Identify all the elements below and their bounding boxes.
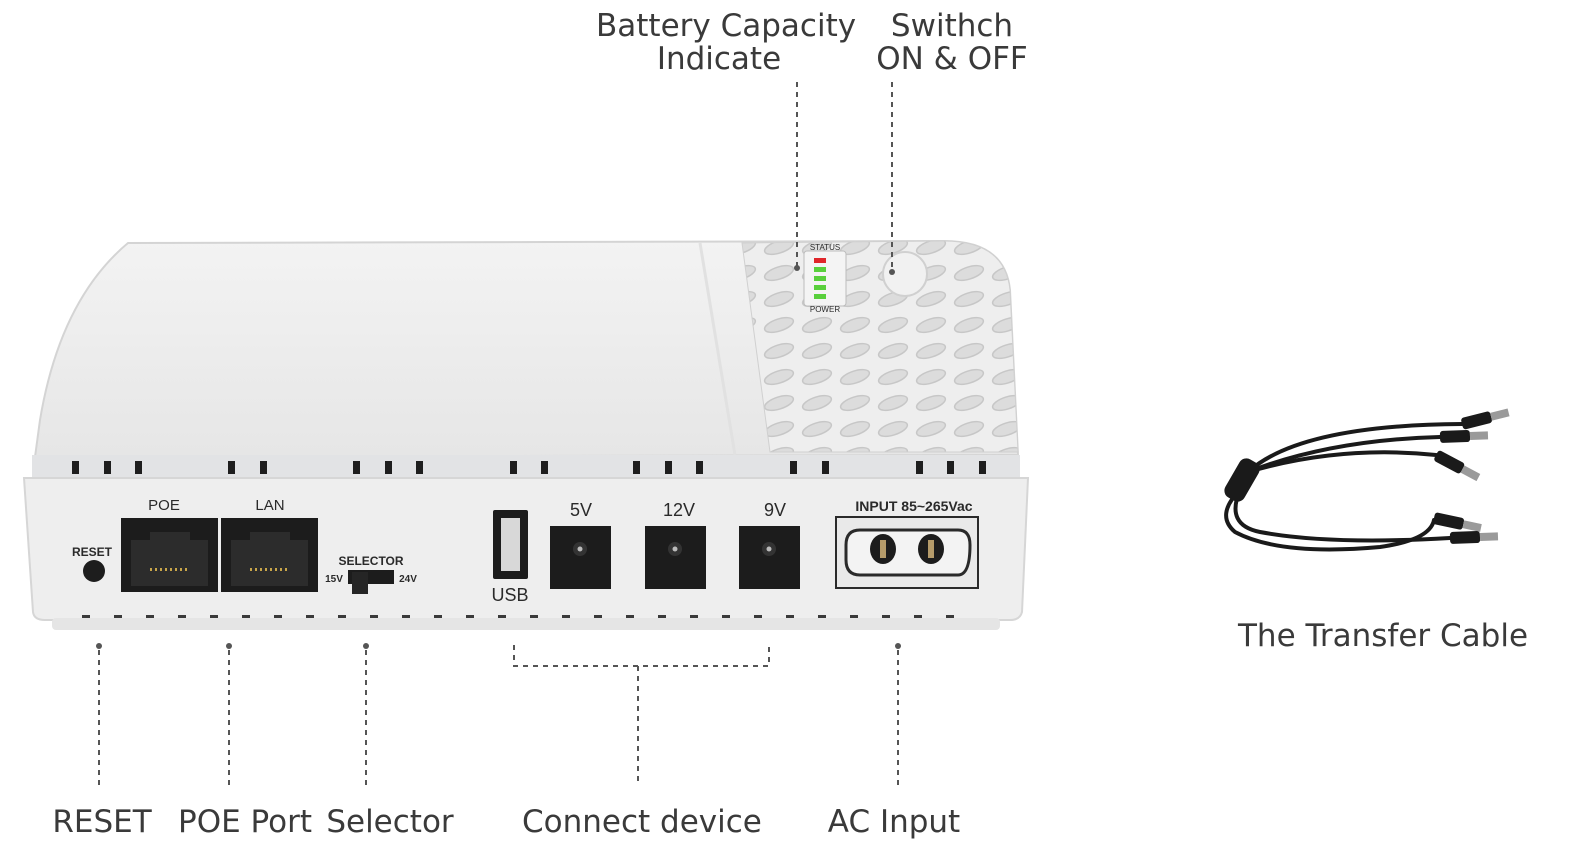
led-green-4 [814,294,826,299]
dc-5v-label: 5V [570,500,592,520]
leader-lines [96,82,901,785]
callout-ac-input: AC Input [827,804,961,840]
dc-plugs [1433,408,1510,544]
led-green-3 [814,285,826,290]
callout-selector: Selector [326,804,454,840]
callout-battery-line1: Battery Capacity [596,8,857,44]
ac-input-port-label: INPUT 85~265Vac [855,498,972,514]
dc-9v-label: 9V [764,500,786,520]
power-button [882,251,928,297]
lip-vent-slots [72,461,986,474]
status-text: STATUS [810,243,840,252]
lan-port-label: LAN [255,497,284,514]
led-green-1 [814,267,826,272]
selector-port-label: SELECTOR [338,554,403,568]
callout-switch-line1: Swithch [890,8,1014,44]
lan-rj45-port [221,518,318,592]
voltage-selector-switch [348,570,394,594]
poe-port-label: POE [148,497,180,514]
callout-transfer-cable: The Transfer Cable [1238,618,1529,654]
reset-hole [83,560,105,582]
led-green-2 [814,276,826,281]
selector-15v-label: 15V [325,574,343,585]
callout-switch: Swithch ON & OFF [872,10,1032,76]
selector-24v-label: 24V [399,574,417,585]
reset-port-label: RESET [72,545,113,559]
usb-port [493,510,528,579]
battery-led-indicator: STATUS POWER [803,243,847,314]
callout-battery-line2: Indicate [656,41,782,77]
callout-battery-capacity: Battery Capacity Indicate [596,8,857,77]
poe-rj45-port [121,518,218,592]
dc-9v-jack [739,526,800,589]
dc-5v-jack [550,526,611,589]
led-red [814,258,826,263]
ac-inlet [835,516,979,589]
callout-switch-line2: ON & OFF [876,41,1028,77]
dc-12v-label: 12V [663,500,695,520]
power-text: POWER [810,305,840,314]
callout-reset: RESET [52,804,152,840]
callout-poe-port: POE Port [178,804,312,840]
usb-port-label: USB [491,585,528,605]
transfer-cable-illustration [1224,422,1464,552]
dc-12v-jack [645,526,706,589]
vent-grille [741,240,1019,453]
callout-connect-device: Connect device [522,804,762,840]
